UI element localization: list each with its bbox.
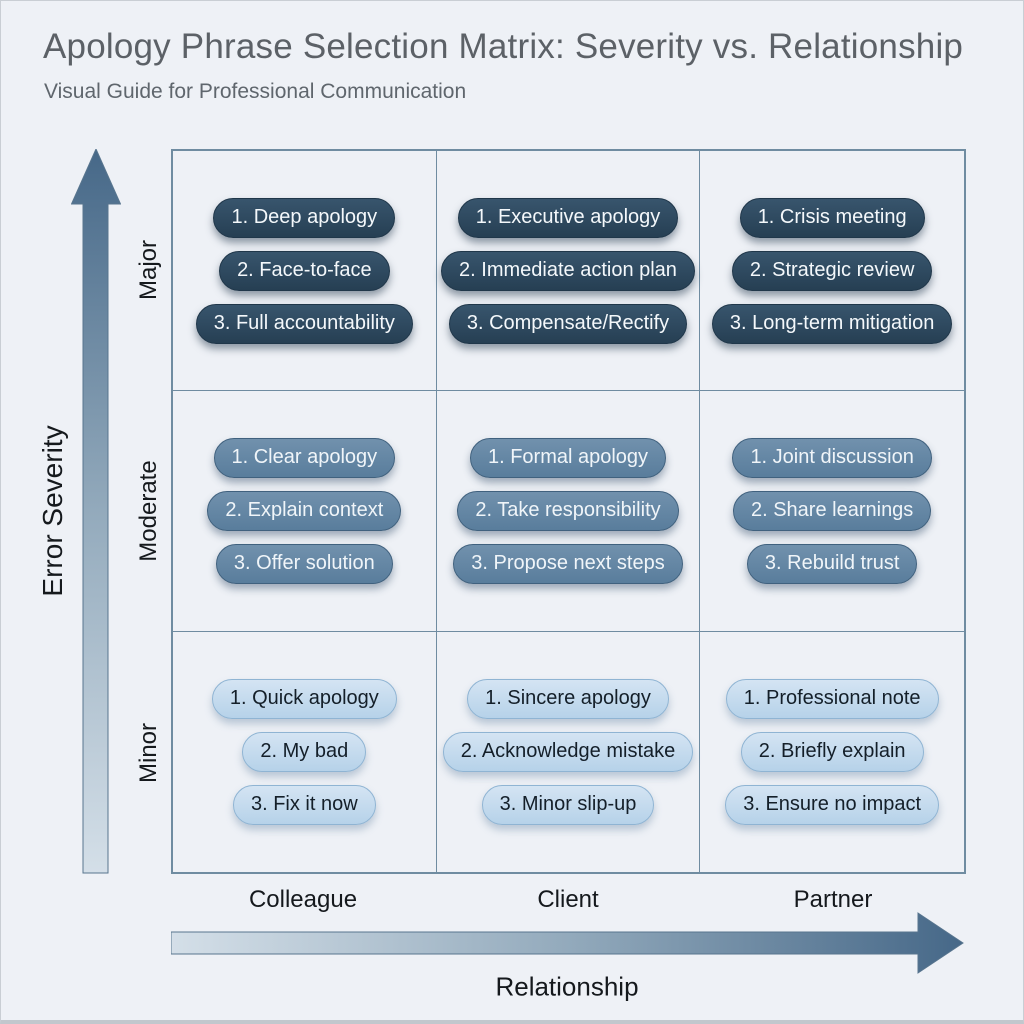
matrix-cell-minor-colleague: 1. Quick apology 2. My bad 3. Fix it now	[173, 631, 437, 872]
phrase-pill: 1. Formal apology	[469, 437, 667, 478]
y-axis-label: Error Severity	[37, 425, 68, 597]
phrase-pill: 1. Sincere apology	[467, 678, 669, 719]
phrase-pill: 3. Long-term mitigation	[711, 303, 953, 344]
column-label-partner: Partner	[793, 886, 873, 913]
phrase-pill: 2. Immediate action plan	[441, 250, 695, 291]
phrase-pill: 1. Quick apology	[211, 678, 397, 719]
phrase-pill: 3. Rebuild trust	[746, 543, 918, 584]
phrase-pill: 1. Clear apology	[213, 437, 396, 478]
matrix-cell-moderate-colleague: 1. Clear apology 2. Explain context 3. O…	[173, 391, 437, 632]
page-title: Apology Phrase Selection Matrix: Severit…	[43, 27, 964, 66]
phrase-pill: 2. Acknowledge mistake	[442, 731, 694, 772]
matrix-cell-major-client: 1. Executive apology 2. Immediate action…	[436, 151, 701, 392]
phrase-pill: 2. Take responsibility	[457, 490, 679, 531]
phrase-pill: 1. Joint discussion	[732, 437, 932, 478]
phrase-pill: 3. Fix it now	[232, 784, 376, 825]
column-label-colleague: Colleague	[248, 886, 358, 913]
matrix-cell-minor-client: 1. Sincere apology 2. Acknowledge mistak…	[437, 631, 701, 872]
matrix-cell-minor-partner: 1. Professional note 2. Briefly explain …	[700, 632, 964, 872]
column-label-client: Client	[537, 886, 599, 913]
page-subtitle: Visual Guide for Professional Communicat…	[44, 80, 467, 103]
phrase-pill: 2. Briefly explain	[740, 731, 924, 772]
phrase-pill: 3. Offer solution	[215, 543, 393, 584]
phrase-pill: 1. Deep apology	[213, 197, 396, 238]
matrix-cell-major-partner: 1. Crisis meeting 2. Strategic review 3.…	[700, 151, 964, 392]
x-axis-label: Relationship	[495, 971, 639, 1002]
phrase-pill: 1. Executive apology	[457, 197, 679, 238]
phrase-pill: 2. Explain context	[207, 490, 402, 531]
matrix-cell-moderate-partner: 1. Joint discussion 2. Share learnings 3…	[700, 391, 964, 632]
row-label-minor: Minor	[135, 722, 162, 784]
row-label-moderate: Moderate	[135, 460, 162, 562]
matrix-cell-moderate-client: 1. Formal apology 2. Take responsibility…	[436, 391, 701, 632]
phrase-pill: 3. Minor slip-up	[481, 784, 655, 825]
phrase-pill: 2. Share learnings	[732, 490, 932, 531]
matrix-cell-major-colleague: 1. Deep apology 2. Face-to-face 3. Full …	[173, 151, 437, 392]
phrase-pill: 1. Professional note	[725, 678, 939, 719]
phrase-pill: 1. Crisis meeting	[739, 197, 925, 238]
row-label-major: Major	[135, 239, 162, 301]
phrase-pill: 3. Ensure no impact	[725, 784, 940, 825]
phrase-pill: 2. Strategic review	[731, 250, 933, 291]
phrase-pill: 2. Face-to-face	[219, 250, 390, 291]
severity-axis-arrow-up-icon	[71, 149, 121, 874]
phrase-pill: 3. Compensate/Rectify	[448, 303, 688, 344]
phrase-pill: 2. My bad	[242, 731, 367, 772]
phrase-pill: 3. Propose next steps	[453, 543, 683, 584]
phrase-pill: 3. Full accountability	[195, 303, 413, 344]
matrix-grid: 1. Deep apology 2. Face-to-face 3. Full …	[171, 149, 966, 874]
relationship-axis-arrow-right-icon	[171, 912, 964, 974]
